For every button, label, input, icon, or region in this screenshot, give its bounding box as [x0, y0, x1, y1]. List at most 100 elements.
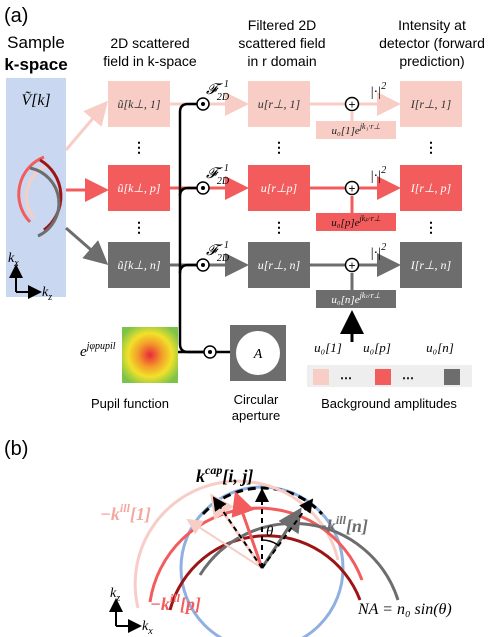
vec-kill-1b: [186, 518, 263, 569]
sample-function: Ṽ[k]: [21, 90, 50, 109]
pupil-branch-p: [178, 186, 203, 197]
svg-text:+: +: [348, 98, 355, 112]
box-ur-p: [248, 165, 310, 211]
bg-term-n: u₀[n]ejkₙ·r⊥: [331, 291, 380, 306]
ur-p-label: u[r⊥p]: [261, 181, 298, 195]
panel-b-tag: (b): [4, 438, 28, 460]
na-formula: NA = n₀ sin(θ): [357, 601, 452, 618]
plus-node-1: +: [344, 96, 360, 112]
theta-label: θ: [266, 524, 274, 540]
header-col2-line3: in r domain: [247, 53, 316, 69]
aperture-circle: [236, 331, 280, 375]
col2-vdots-2: ⋮: [272, 219, 286, 235]
pupil-branch-n: [178, 263, 203, 274]
pupil-branch-main: [178, 102, 210, 354]
bg-amp-label-p: u₀[p]: [363, 340, 391, 355]
col1-vdots-1: ⋮: [132, 139, 146, 155]
bg-amp-swatch-1: [313, 369, 329, 385]
col3-vdots-2: ⋮: [424, 219, 438, 235]
multiply-node-1: [196, 97, 210, 111]
bg-amp-dots-2: ⋯: [402, 371, 414, 385]
header-col2-line1: Filtered 2D: [248, 17, 316, 33]
arrow-sample-rown: [65, 226, 109, 265]
box-ur-1: [248, 81, 310, 127]
panel-a-tag: (a): [4, 5, 28, 27]
I-n-label: I[r⊥, n]: [410, 258, 452, 272]
panel-b-axis-kz-label: kz: [110, 586, 120, 604]
sample-label-line1: Sample: [7, 33, 65, 52]
pupil-function-image: [122, 327, 178, 383]
bg-term-p: u₀[p]ejkₚ·r⊥: [331, 214, 381, 229]
box-I-1: [400, 81, 462, 127]
aperture-label-line2: aperture: [232, 408, 280, 423]
box-ur-n: [248, 242, 310, 288]
plus-node-n: +: [344, 257, 360, 273]
box-uk-p: [108, 165, 170, 211]
panel-b-axis-kx-label: kx: [142, 619, 153, 637]
sample-arc-red: [17, 155, 45, 224]
header-col3-line2: detector (forward: [379, 35, 485, 51]
I-p-label: I[r⊥, p]: [410, 181, 452, 195]
svg-text:+: +: [348, 259, 355, 273]
col2-vdots-1: ⋮: [272, 139, 286, 155]
aperture-letter: A: [253, 347, 263, 362]
pupil-function-label: Pupil function: [91, 396, 169, 411]
uk-p-label: ũ[k⊥, p]: [117, 181, 160, 195]
kcap-label: kcap[i, j]: [196, 463, 253, 486]
bg-amp-dots-1: ⋯: [340, 371, 352, 385]
sample-axis-kz-label: kz: [42, 285, 52, 303]
bg-term-box-n: [316, 290, 396, 308]
vec-kill-red: [231, 491, 264, 569]
box-I-n: [400, 242, 462, 288]
svg-text:+: +: [348, 182, 355, 196]
ur-n-label: u[r⊥, n]: [258, 258, 301, 272]
kill-p-label: −kill[p]: [150, 591, 201, 614]
multiply-node-n: [196, 258, 210, 272]
box-I-p: [400, 165, 462, 211]
bg-amp-caption: Background amplitudes: [321, 396, 457, 411]
arc-ill-p: [168, 534, 362, 611]
kill-1-label: −kill[1]: [100, 501, 151, 524]
header-col1-line2: field in k-space: [103, 53, 197, 69]
bg-term-box-1: [316, 121, 396, 139]
multiply-node-pupil: [203, 345, 217, 359]
arrow-sample-row1: [64, 100, 108, 151]
header-col3-line3: prediction): [399, 53, 464, 69]
bg-term-1: u₀[1]ejk₁·r⊥: [332, 122, 381, 137]
abs-sq-label-1: |·|2: [370, 81, 386, 100]
header-col1-line1: 2D scattered: [110, 35, 189, 51]
header-col2-line2: scattered field: [238, 35, 325, 51]
sample-arc-light: [24, 163, 49, 219]
bg-amp-label-1: u₀[1]: [314, 340, 342, 355]
col1-vdots-2: ⋮: [132, 219, 146, 235]
abs-sq-label-p: |·|2: [370, 165, 386, 184]
plus-node-p: +: [344, 180, 360, 196]
kill-n-label: −kill[n]: [316, 513, 368, 536]
box-uk-1: [108, 81, 170, 127]
arc-ill-1: [133, 479, 340, 609]
arc-ill-n: [198, 521, 400, 601]
aperture-label-line1: Circular: [234, 392, 279, 407]
sample-label-line2: k-space: [4, 55, 67, 74]
uk-1-label: ũ[k⊥, 1]: [117, 97, 160, 111]
ur-1-label: u[r⊥, 1]: [258, 97, 301, 111]
theta-arc: [261, 539, 279, 546]
bg-term-box-p: [316, 213, 396, 231]
sample-axis-kx-label: kx: [8, 251, 19, 269]
abs-sq-label-n: |·|2: [370, 242, 386, 261]
box-uk-n: [108, 242, 170, 288]
pupil-expression: ejφpupil: [80, 341, 116, 360]
sample-arc-gray: [29, 166, 61, 238]
uk-n-label: ũ[k⊥, n]: [117, 258, 160, 272]
col3-vdots-1: ⋮: [424, 139, 438, 155]
bg-amp-label-n: u₀[n]: [426, 340, 454, 355]
header-col3-line1: Intensity at: [398, 17, 466, 33]
I-1-label: I[r⊥, 1]: [410, 97, 452, 111]
bg-amp-swatch-p: [375, 369, 391, 385]
bg-amp-swatch-n: [444, 369, 460, 385]
